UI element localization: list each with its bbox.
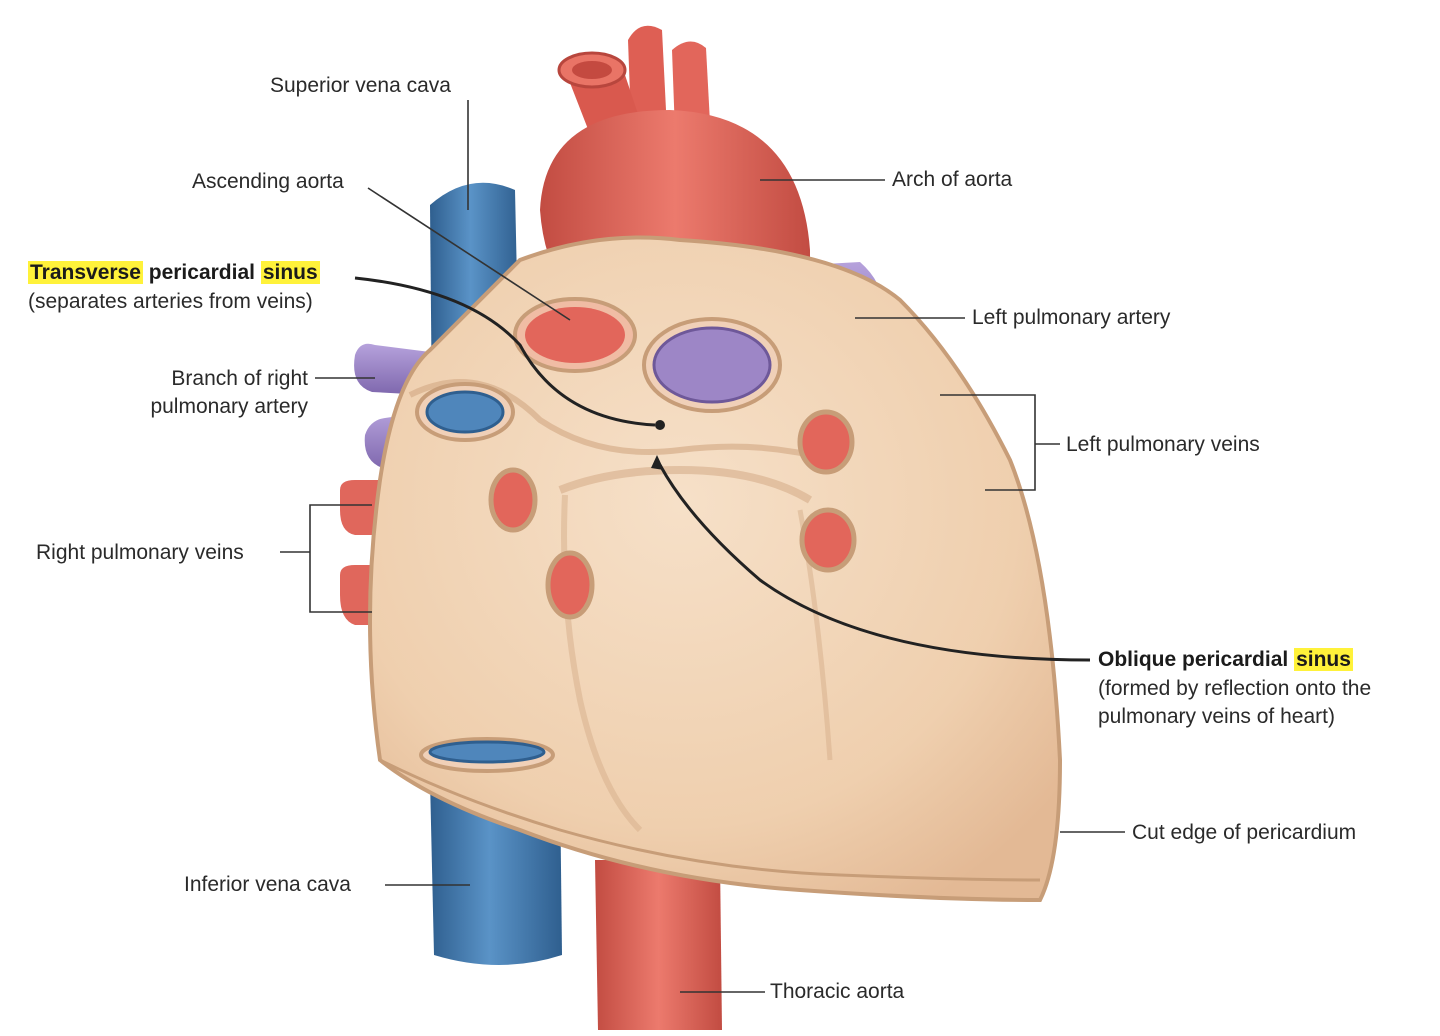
label-oblique-sinus-note-1: (formed by reflection onto the xyxy=(1098,677,1372,700)
highlight-sinus-1: sinus xyxy=(260,261,320,284)
label-cut-edge-of-pericardium: Cut edge of pericardium xyxy=(1132,821,1357,844)
label-thoracic-aorta: Thoracic aorta xyxy=(770,980,905,1003)
oblique-sinus-arrowhead xyxy=(651,455,664,470)
label-transverse-sinus-note: (separates arteries from veins) xyxy=(28,290,313,313)
oblique-main-text: Oblique pericardial xyxy=(1098,648,1295,671)
label-superior-vena-cava: Superior vena cava xyxy=(270,74,451,97)
label-branch-right-pulmonary-artery-2: pulmonary artery xyxy=(150,395,308,418)
sinus-pointer-arrows xyxy=(354,276,1091,662)
leader-lines xyxy=(280,100,1125,993)
label-left-pulmonary-veins: Left pulmonary veins xyxy=(1066,433,1260,456)
pulmonary-vein-openings xyxy=(488,409,857,620)
label-oblique-sinus-note-2: pulmonary veins of heart) xyxy=(1098,705,1335,728)
ivc-opening xyxy=(419,737,555,773)
transverse-middle-text: pericardial xyxy=(142,261,261,284)
label-left-pulmonary-artery: Left pulmonary artery xyxy=(972,306,1171,329)
label-ascending-aorta: Ascending aorta xyxy=(192,170,344,193)
label-oblique-pericardial-sinus: Oblique pericardial sinus xyxy=(1098,646,1353,673)
label-branch-right-pulmonary-artery-1: Branch of right xyxy=(171,367,308,390)
transverse-sinus-pointer-dot xyxy=(655,420,665,430)
thoracic-aorta xyxy=(595,860,722,1030)
label-arch-of-aorta: Arch of aorta xyxy=(892,168,1013,191)
highlight-sinus-2: sinus xyxy=(1294,648,1353,671)
pulmonary-trunk-opening xyxy=(642,317,782,413)
highlight-transverse: Transverse xyxy=(28,261,143,284)
label-right-pulmonary-veins: Right pulmonary veins xyxy=(36,541,244,564)
ascending-aorta-opening xyxy=(513,297,637,373)
label-transverse-pericardial-sinus: Transverse pericardial sinus xyxy=(28,259,320,286)
svc-opening xyxy=(415,382,515,442)
label-inferior-vena-cava: Inferior vena cava xyxy=(184,873,351,896)
